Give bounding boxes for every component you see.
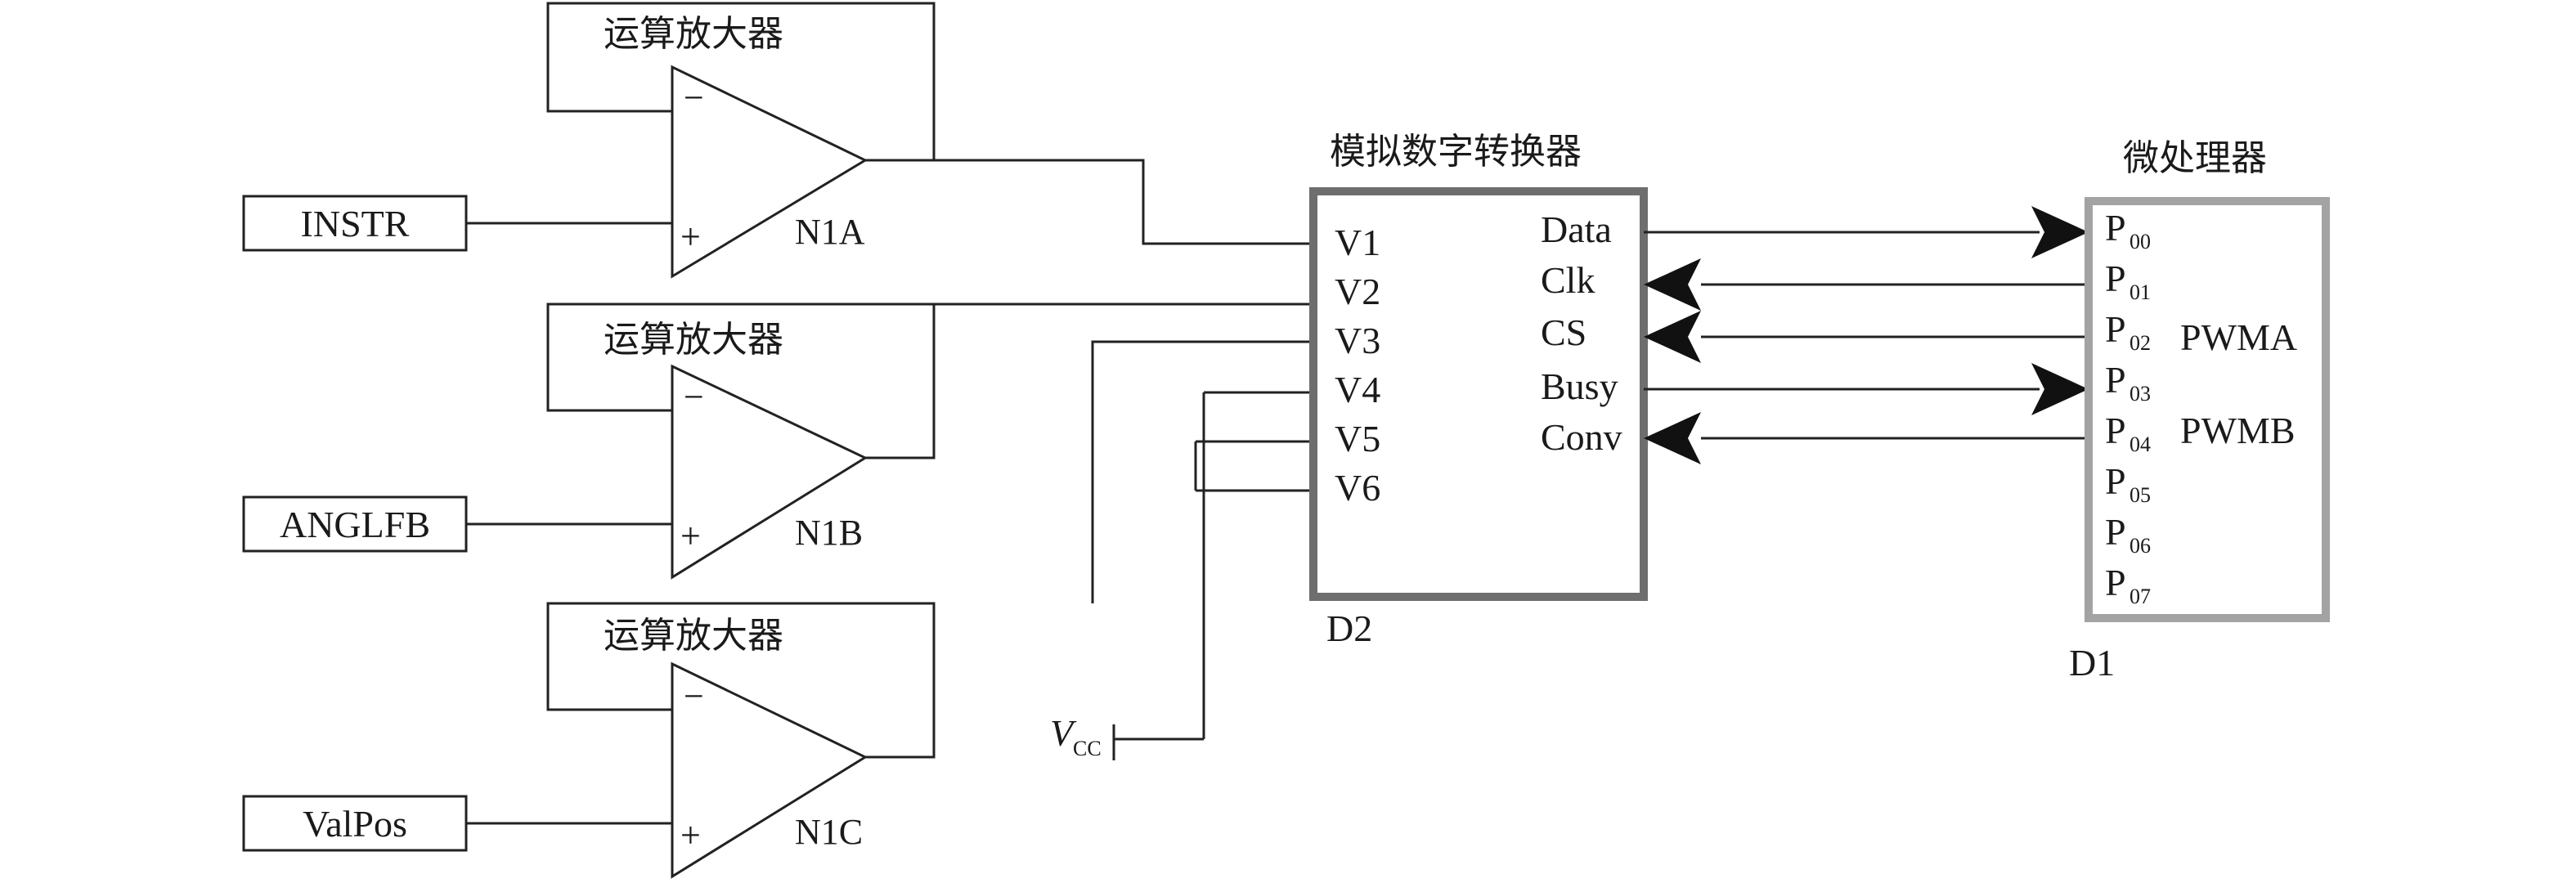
mcu-pin-prefix: P (2105, 258, 2126, 299)
adc-pin-clk: Clk (1541, 259, 1595, 301)
opamp-title-n1b: 运算放大器 (604, 319, 783, 361)
mcu-label-pwma: PWMA (2180, 316, 2297, 358)
mcu-pin-number: 04 (2129, 433, 2151, 456)
mcu-pin-p06: P 06 (2105, 511, 2151, 558)
mcu-pin-prefix: P (2105, 562, 2126, 603)
mcu-pin-p01: P 01 (2105, 258, 2151, 304)
feedback-wire-n1a (546, 2, 936, 162)
mcu-pin-p04: P 04 (2105, 410, 2151, 456)
adc-pin-busy: Busy (1541, 365, 1618, 407)
feedback-wire-n1c (546, 602, 936, 759)
adc-pin-v6: V6 (1335, 467, 1380, 509)
mcu-pin-prefix: P (2105, 410, 2126, 451)
adc-pin-cs: CS (1541, 312, 1586, 353)
adc-pin-v3: V3 (1335, 320, 1380, 361)
arrow-busy-right-icon (2031, 363, 2089, 415)
mcu-pin-number: 01 (2129, 280, 2151, 304)
signal-bus (1644, 206, 2089, 464)
adc-designator: D2 (1326, 607, 1372, 649)
mcu-pin-number: 02 (2129, 331, 2151, 355)
opamp-name-n1c: N1C (795, 812, 863, 852)
mcu-pin-prefix: P (2105, 207, 2126, 249)
opamp-title-n1a: 运算放大器 (604, 13, 783, 55)
input-label-instr: INSTR (301, 203, 410, 244)
mcu-pin-p07: P 07 (2105, 562, 2151, 608)
adc-pin-conv: Conv (1541, 416, 1622, 458)
arrow-clk-left-icon (1644, 258, 1701, 311)
opamp-triangle-n1a (671, 65, 868, 279)
opamp-title-n1c: 运算放大器 (604, 615, 783, 657)
opamp-plus-n1b: + (680, 516, 701, 556)
opamp-plus-n1c: + (680, 815, 701, 855)
adc-pin-v1: V1 (1335, 222, 1380, 263)
mcu-pin-number: 03 (2129, 382, 2151, 406)
feedback-wire-n1b (546, 303, 936, 459)
mcu-pin-number: 07 (2129, 585, 2151, 608)
arrow-data-right-icon (2031, 206, 2089, 258)
vcc-symbol: V (1050, 712, 1077, 754)
opamp-n1a: 运算放大器 − + N1A INSTR (242, 2, 936, 279)
mcu-pin-p05: P 05 (2105, 460, 2151, 507)
mcu-block: 微处理器 D1 P 00 P 01 P 02 P 03 P 04 P 05 P … (2069, 137, 2330, 684)
input-box-anglfb (242, 495, 468, 553)
opamp-minus-n1c: − (684, 676, 704, 716)
opamp-minus-n1b: − (684, 377, 704, 417)
mcu-chip-border (2085, 197, 2330, 622)
mcu-pin-prefix: P (2105, 511, 2126, 553)
opamp-name-n1b: N1B (795, 513, 863, 553)
adc-block: 模拟数字转换器 D2 V1 V2 V3 V4 V5 V6 Data Clk CS… (1309, 131, 1648, 649)
adc-pin-v4: V4 (1335, 369, 1380, 410)
opamp-minus-n1a: − (684, 78, 704, 118)
adc-title: 模拟数字转换器 (1330, 131, 1582, 173)
adc-pin-v5: V5 (1335, 418, 1380, 459)
mcu-pin-p00: P 00 (2105, 207, 2151, 253)
mcu-pin-number: 05 (2129, 483, 2151, 507)
mcu-pin-prefix: P (2105, 359, 2126, 401)
wire-n1a-to-v1 (934, 159, 1313, 245)
mcu-pin-number: 00 (2129, 230, 2151, 253)
mcu-title: 微处理器 (2123, 137, 2267, 179)
input-label-anglfb: ANGLFB (280, 504, 430, 545)
arrow-cs-left-icon (1644, 311, 1701, 363)
opamp-n1b: 运算放大器 − + N1B ANGLFB (242, 303, 936, 580)
mcu-pin-p03: P 03 (2105, 359, 2151, 406)
adc-input-wires (934, 159, 1313, 760)
adc-pin-v2: V2 (1335, 271, 1380, 312)
adc-pin-data: Data (1541, 208, 1612, 250)
mcu-designator: D1 (2069, 642, 2115, 684)
adc-chip-border (1309, 187, 1648, 601)
opamp-triangle-n1c (671, 661, 868, 879)
mcu-pin-prefix: P (2105, 308, 2126, 350)
mcu-pin-p02: P 02 (2105, 308, 2151, 355)
opamp-n1c: 运算放大器 − + N1C ValPos (242, 602, 936, 879)
mcu-pin-prefix: P (2105, 460, 2126, 502)
arrow-conv-left-icon (1644, 412, 1701, 464)
input-box-instr (242, 195, 468, 252)
mcu-label-pwmb: PWMB (2180, 410, 2296, 451)
wire-n1c-to-v3 (1091, 340, 1313, 603)
vcc-subscript: CC (1073, 737, 1102, 760)
opamp-plus-n1a: + (680, 217, 701, 257)
mcu-pin-number: 06 (2129, 534, 2151, 558)
vcc-label: V CC (1050, 712, 1102, 760)
opamp-name-n1a: N1A (795, 212, 865, 252)
input-label-valpos: ValPos (303, 803, 407, 845)
opamp-triangle-n1b (671, 364, 868, 580)
